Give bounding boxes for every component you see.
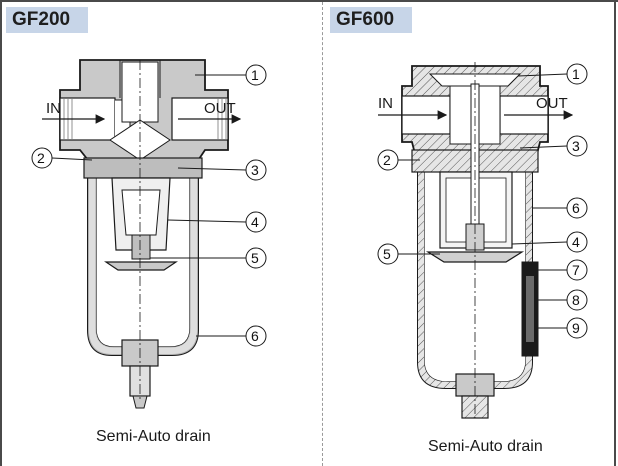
gf200-outlet-label: OUT <box>204 100 236 117</box>
gf600-callout-5: 5 <box>383 246 391 262</box>
gf600-outlet-label: OUT <box>536 95 568 112</box>
gf200-callout-5: 5 <box>251 250 259 266</box>
gf600-callout-4: 4 <box>572 234 580 250</box>
model-tag-gf200: GF200 <box>6 7 88 33</box>
gf600-callout-3: 3 <box>572 138 580 154</box>
panel-divider <box>322 2 323 466</box>
gf600-caption: Semi-Auto drain <box>428 438 543 455</box>
gf200-callout-4: 4 <box>251 214 259 230</box>
gf200-filter-drawing <box>42 59 242 409</box>
gf200-callout-2: 2 <box>37 150 45 166</box>
gf200-callout-3: 3 <box>251 162 259 178</box>
gf600-callout-9: 9 <box>572 320 580 336</box>
gf600-callout-8: 8 <box>572 292 580 308</box>
frame-right <box>614 0 616 466</box>
frame-top <box>0 0 618 2</box>
gf600-inlet-label: IN <box>378 95 393 112</box>
frame-left <box>0 0 2 466</box>
gf600-callout-6: 6 <box>572 200 580 216</box>
gf200-callout-1: 1 <box>251 67 259 83</box>
gf600-callout-1: 1 <box>572 66 580 82</box>
model-tag-gf600: GF600 <box>330 7 412 33</box>
gf600-callouts <box>377 63 588 339</box>
gf200-inlet-label: IN <box>46 100 61 117</box>
gf600-filter-drawing <box>378 62 574 419</box>
gf600-callout-7: 7 <box>572 262 580 278</box>
gf200-callout-6: 6 <box>251 328 259 344</box>
gf200-callouts <box>31 64 267 347</box>
gf200-caption: Semi-Auto drain <box>96 428 211 445</box>
gf600-callout-2: 2 <box>383 152 391 168</box>
